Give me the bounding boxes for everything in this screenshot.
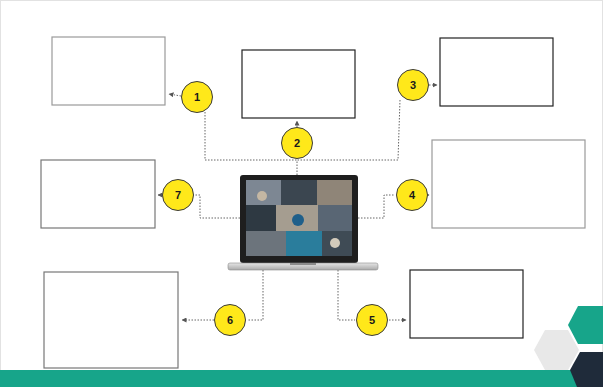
leader-line [358, 195, 395, 218]
callout-circle: 1 [181, 81, 213, 113]
screen-photo [246, 180, 281, 205]
screen-figure [257, 191, 267, 201]
hexagon-decoration [534, 330, 579, 370]
laptop-bezel [240, 175, 358, 263]
callout-number: 3 [410, 80, 416, 91]
blank-box [432, 140, 585, 228]
blank-box [44, 272, 178, 368]
callout-number: 6 [227, 315, 233, 326]
callout-circle: 2 [281, 127, 313, 159]
screen-figure [292, 214, 304, 226]
callout-number: 4 [409, 190, 415, 201]
blank-box [52, 37, 165, 105]
screen-figure [330, 238, 340, 248]
leader-line [428, 195, 429, 196]
leader-line [429, 85, 437, 86]
blank-box [242, 50, 355, 118]
leader-line [195, 195, 240, 218]
blank-box [41, 160, 155, 228]
hexagon-decoration [568, 306, 603, 344]
screen-photo [281, 180, 317, 205]
footer-band [0, 370, 603, 387]
callout-circle: 4 [396, 179, 428, 211]
callout-circle: 7 [162, 179, 194, 211]
laptop-illustration [228, 175, 378, 270]
blank-box [440, 38, 553, 106]
callout-number: 7 [175, 190, 181, 201]
hexagon-decoration [570, 352, 603, 387]
leader-line [297, 100, 400, 160]
callout-number: 1 [194, 92, 200, 103]
screen-photo [317, 180, 352, 205]
screen-photo [246, 205, 276, 231]
callout-number: 2 [294, 138, 300, 149]
callout-number: 5 [369, 315, 375, 326]
laptop-screen [246, 180, 352, 256]
screen-photo [276, 205, 318, 231]
leader-line [389, 320, 406, 321]
callout-circle: 5 [356, 304, 388, 336]
laptop-base [228, 263, 378, 270]
screen-photo [318, 205, 352, 231]
callout-circle: 3 [397, 69, 429, 101]
laptop-notch [290, 263, 316, 265]
screen-photo [322, 231, 352, 256]
screen-photo [246, 231, 286, 256]
leader-line [297, 160, 298, 175]
callout-circle: 6 [214, 304, 246, 336]
leader-line [182, 320, 214, 321]
leader-line [338, 270, 355, 320]
leader-line [247, 270, 263, 320]
screen-photo [286, 231, 322, 256]
blank-box [410, 270, 523, 338]
leader-line [169, 94, 181, 96]
